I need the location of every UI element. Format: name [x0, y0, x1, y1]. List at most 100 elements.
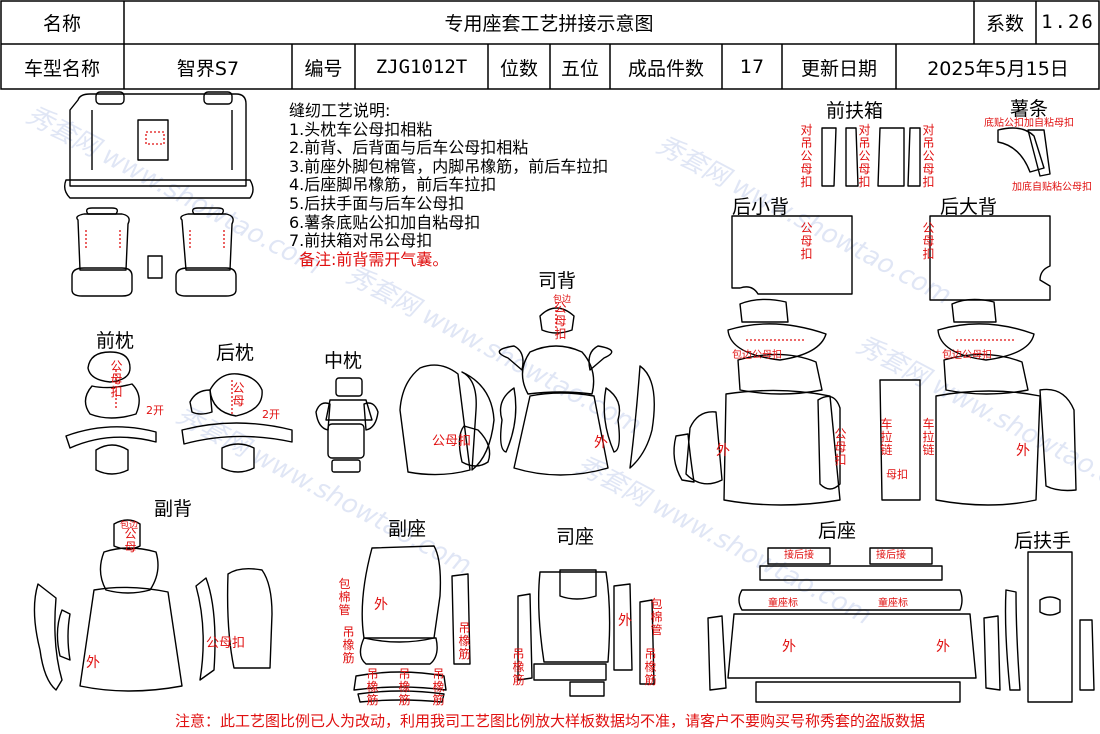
annotation-edge: 包边	[553, 295, 572, 305]
rear-seat-pattern	[707, 547, 1001, 703]
note-item: 2.前背、后背面与后车公母扣相粘	[289, 138, 529, 158]
date-label: 更新日期	[800, 57, 877, 80]
label-middle-headrest: 中枕	[324, 350, 363, 372]
label-driver-seat: 司座	[556, 526, 595, 548]
annotation-edge-male: 包边公母扣	[942, 350, 992, 361]
annotation-gongmu: 公母	[232, 381, 245, 408]
pieces-value: 17	[739, 56, 765, 78]
label-front-headrest: 前枕	[96, 330, 135, 352]
code-label: 编号	[304, 57, 343, 80]
label-rear-big-back: 后大背	[940, 196, 998, 218]
rear-small-back-cover-pattern	[673, 298, 841, 506]
annotation-hang-rubber: 吊橡筋	[432, 667, 445, 707]
front-seat-sketch-right	[147, 207, 237, 297]
annotation-gongmu: 公母扣	[800, 221, 813, 261]
label-strip: 薯条	[1010, 98, 1049, 120]
annotation-outer: 外	[936, 639, 950, 655]
notes-title: 缝纫工艺说明:	[289, 101, 391, 120]
annotation-mother: 母扣	[886, 468, 908, 481]
pattern-diagram	[33, 91, 1095, 703]
annotation-open2: 2开	[262, 408, 280, 421]
annotation-cotton: 包棉管	[650, 597, 663, 637]
annotation-outer: 外	[716, 443, 730, 459]
sewing-notes: 缝纫工艺说明: 1.头枕车公母扣相粘 2.前背、后背面与后车公母扣相粘 3.前座…	[289, 101, 609, 269]
annotation-bottom-male: 加底自贴粘公母扣	[1012, 182, 1092, 193]
annotation-child-seat: 童座标	[878, 598, 908, 609]
note-item: 7.前扶箱对吊公母扣	[289, 231, 433, 251]
rear-big-back-cover-pattern	[879, 298, 1077, 506]
annotation-zipper: 车拉链	[880, 417, 893, 457]
annotation-hang: 对吊公母扣	[800, 123, 813, 189]
note-item: 5.后扶手面与后车公母扣	[289, 193, 465, 213]
annotation-hang: 对吊公母扣	[922, 123, 935, 189]
front-armbox-pattern	[821, 127, 921, 187]
seats-value: 五位	[560, 57, 599, 80]
annotation-edge-male: 包边公母扣	[732, 350, 782, 361]
annotation-cotton: 包棉管	[338, 577, 351, 617]
annotation-gongmu: 公母扣	[834, 427, 847, 467]
annotation-bottom-male: 底贴公扣加自粘母扣	[984, 118, 1074, 129]
front-seat-sketch-left	[71, 207, 133, 297]
driver-seat-pattern	[517, 569, 655, 697]
annotation-hang-rubber: 吊橡筋	[366, 667, 379, 707]
code-value: ZJG1012T	[375, 56, 468, 78]
middle-panel-pattern	[399, 364, 495, 476]
label-front-armbox: 前扶箱	[826, 100, 884, 122]
annotation-outer: 外	[1016, 443, 1030, 459]
rear-armrest-pattern	[1004, 551, 1095, 703]
label-rear-headrest: 后枕	[216, 342, 255, 364]
annotation-hang-rubber: 吊橡筋	[512, 647, 525, 687]
note-item: 4.后座脚吊橡筋，前后车拉扣	[289, 175, 497, 195]
annotation-hang: 对吊公母扣	[858, 123, 871, 189]
label-driver-back: 司背	[538, 270, 577, 292]
annotation-male-female: 公母扣	[432, 434, 472, 449]
passenger-seat-pattern	[353, 545, 471, 703]
middle-headrest-pattern	[315, 377, 379, 473]
annotation-hang-rubber: 吊橡筋	[458, 621, 471, 661]
notes-remark: 备注:前背需开气囊。	[299, 249, 449, 269]
label-rear-armrest: 后扶手	[1014, 530, 1072, 552]
rear-headrest-pattern	[181, 373, 293, 473]
annotation-join: 接后接	[876, 550, 906, 561]
annotation-hang-rubber: 吊橡筋	[644, 647, 657, 687]
annotation-outer: 外	[86, 655, 100, 671]
header-grid	[0, 0, 1100, 90]
annotation-open2: 2开	[146, 404, 164, 417]
note-item: 6.薯条底贴公扣加自粘母扣	[289, 212, 481, 232]
annotation-hang-rubber: 吊橡筋	[398, 667, 411, 707]
coef-value: 1.26	[1041, 11, 1095, 33]
annotation-gongmu: 公母	[554, 301, 567, 328]
annotation-outer: 外	[782, 639, 796, 655]
annotation-gongmu: 公母	[110, 359, 123, 386]
annotation-gongmu: 公母扣	[922, 221, 935, 261]
label-rear-seat: 后座	[818, 520, 857, 542]
rear-bench-sketch	[63, 91, 254, 199]
driver-back-pattern	[458, 307, 655, 476]
annotation-edge: 包边	[120, 521, 139, 531]
annotation-outer: 外	[594, 435, 608, 451]
coef-label: 系数	[985, 12, 1024, 35]
annotation-gongmu: 公母	[124, 527, 137, 554]
annotation-join: 接后接	[784, 550, 814, 561]
model-label: 车型名称	[23, 57, 100, 80]
annotation-hang-rubber: 吊橡筋	[342, 625, 355, 665]
note-item: 1.头枕车公母扣相粘	[289, 119, 433, 139]
date-value: 2025年5月15日	[927, 57, 1069, 80]
label-rear-small-back: 后小背	[732, 196, 790, 218]
strip-pattern	[997, 127, 1051, 177]
passenger-back-pattern	[33, 519, 273, 692]
note-item: 3.前座外脚包棉管，内脚吊橡筋，前后车拉扣	[289, 156, 609, 176]
pieces-label: 成品件数	[627, 57, 704, 80]
annotation-child-seat: 童座标	[768, 598, 798, 609]
label-passenger-seat: 副座	[388, 518, 427, 540]
model-value: 智界S7	[176, 57, 240, 80]
diagram-title: 专用座套工艺拼接示意图	[444, 12, 654, 35]
annotation-buckle: 扣	[110, 385, 123, 399]
annotation-buckle: 扣	[554, 327, 567, 341]
name-label: 名称	[42, 12, 81, 35]
rear-small-back-pattern	[731, 215, 853, 295]
annotation-outer: 外	[618, 613, 632, 629]
footer-warning: 注意：此工艺图比例已人为改动，利用我司工艺图比例放大样板数据均不准，请客户不要购…	[174, 712, 925, 730]
annotation-zipper: 车拉链	[922, 417, 935, 457]
annotation-male-female: 公母扣	[206, 636, 246, 651]
